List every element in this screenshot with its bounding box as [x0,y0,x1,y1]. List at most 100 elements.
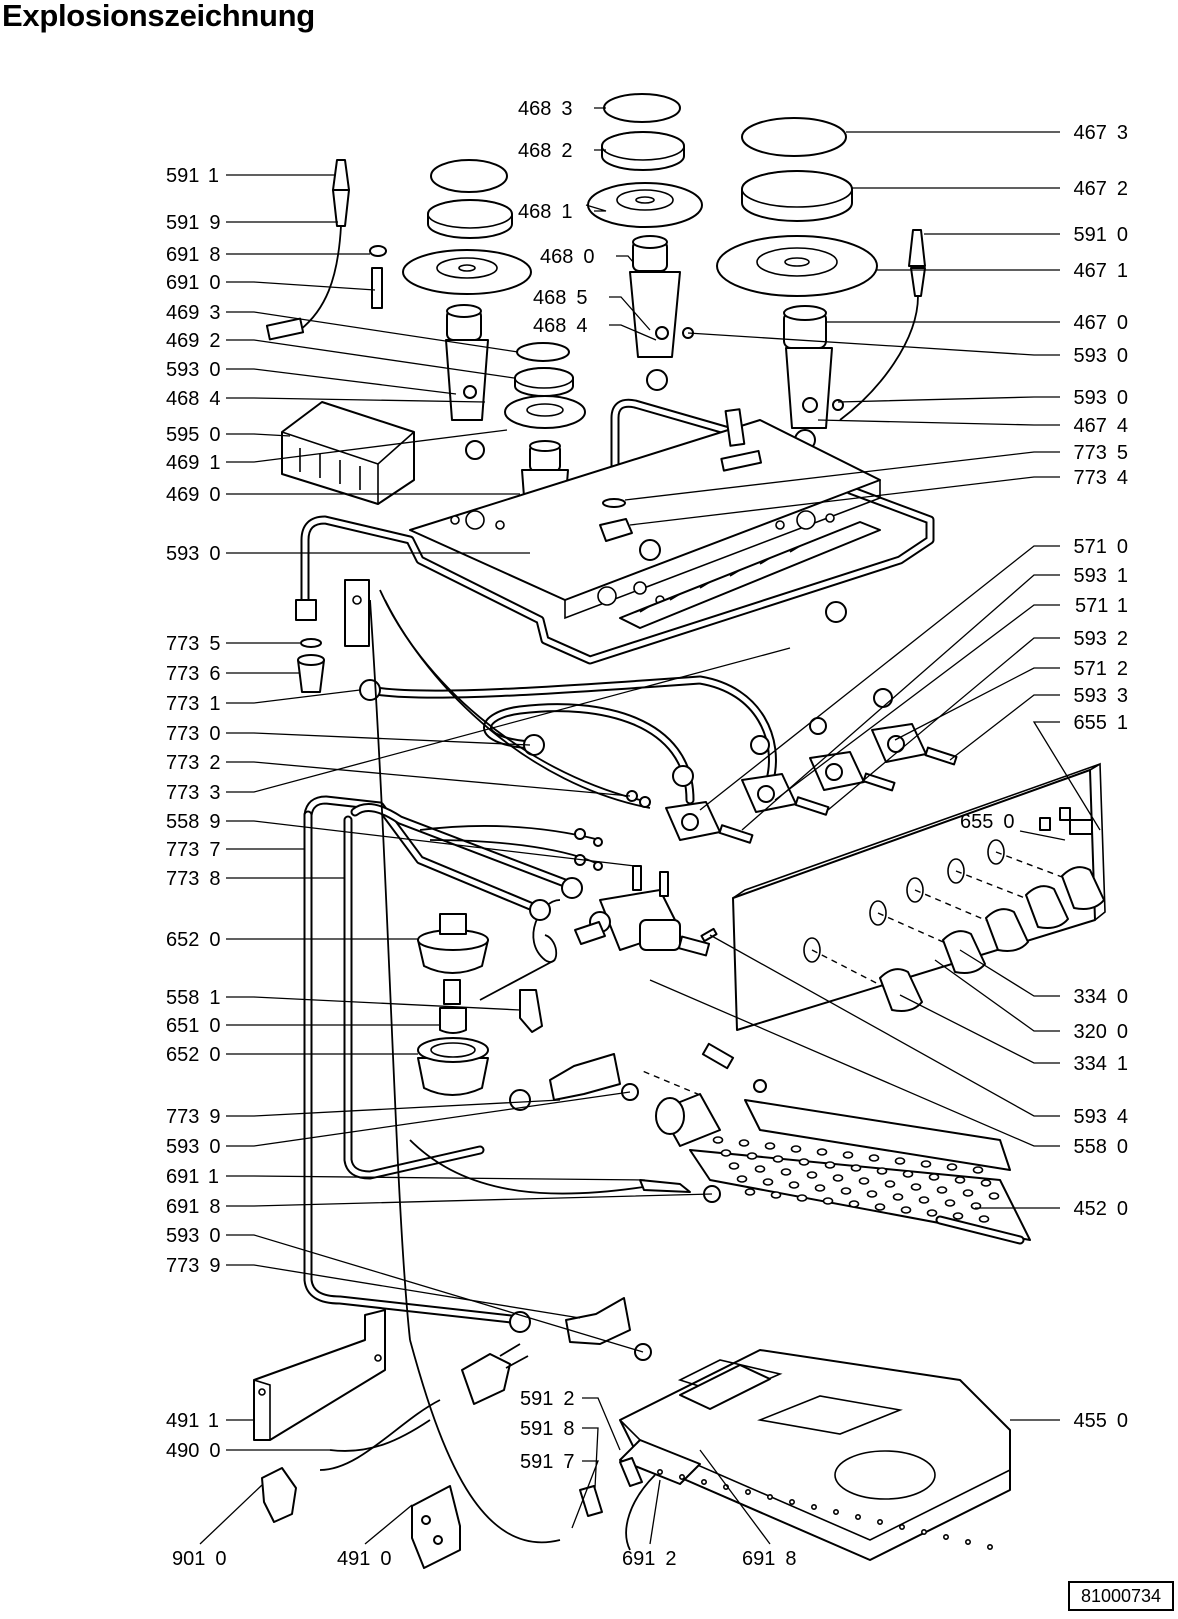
oven-burner-hole [854,1514,861,1521]
leader-468-4 [609,324,657,341]
grill-hole [738,1139,750,1147]
grill-hole [832,1174,844,1182]
grill-hole [842,1151,854,1159]
grill-hole [988,1192,1000,1200]
grill-hole [954,1176,966,1184]
grill-hole [876,1167,888,1175]
oven-burner-hole [744,1489,751,1496]
ignition-unit [281,401,415,505]
grill-hole [900,1206,912,1214]
burner-ring-469-2 [427,199,513,239]
leader-773-1 [226,689,361,704]
grill-hole [806,1171,818,1179]
leader-558-0 [649,979,1060,1147]
grill-hole [910,1183,922,1191]
leader-558-1 [226,996,521,1011]
leader-571-0 [699,545,1060,811]
grill-hole [840,1187,852,1195]
grill-hole [944,1199,956,1207]
grill-hole [874,1203,886,1211]
grill-hole [918,1196,930,1204]
document-number: 81000734 [1068,1581,1174,1611]
grill-hole [770,1191,782,1199]
grill-hole [978,1215,990,1223]
oven-burner-hole [920,1529,927,1536]
grill-hole [822,1197,834,1205]
burner-group-large-right [716,117,878,451]
leader-lines [199,107,1101,1545]
grill-hole [866,1190,878,1198]
grill-hole [946,1163,958,1171]
oven-burner-hole [700,1479,707,1486]
leader-571-2 [894,667,1060,741]
grill-hole [720,1149,732,1157]
leader-593-4 [709,934,1060,1117]
thermostat [479,865,718,1001]
leader-691-0 [226,281,376,291]
burner-group-small-left [402,159,532,460]
leader-593-3 [949,694,1060,761]
oven-burner-hole [876,1519,883,1526]
leader-591-8 [582,1427,599,1489]
page-title: Explosionszeichnung [2,0,315,33]
oven-pipes [303,795,603,1333]
leader-593-1 [741,574,1060,831]
oven-burner-holes [656,1469,993,1551]
leader-773-3 [226,647,791,793]
grill-hole [936,1186,948,1194]
grill-burner [639,1042,1031,1245]
grill-hole [868,1154,880,1162]
grill-hole [736,1175,748,1183]
leader-591-7 [571,1460,599,1529]
grill-hole [796,1194,808,1202]
oven-burner-hole [942,1534,949,1541]
leader-571-1 [774,604,1060,801]
grill-hole [902,1170,914,1178]
leader-334-1 [899,994,1060,1064]
oven-burner-hole [832,1509,839,1516]
grill-hole [746,1152,758,1160]
leader-469-1 [226,429,508,463]
leader-773-4 [629,476,1060,526]
grill-hole [728,1162,740,1170]
grill-hole [762,1178,774,1186]
leader-593-0 [226,368,457,395]
leader-593-2 [827,637,1060,811]
grill-hole [788,1181,800,1189]
